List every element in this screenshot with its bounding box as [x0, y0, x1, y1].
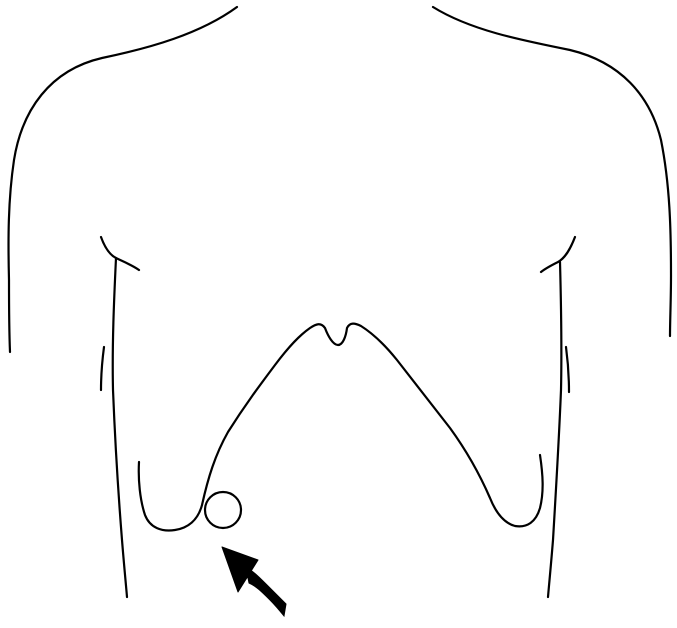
left-armpit-outline: [101, 237, 139, 270]
right-flank-outline: [548, 262, 561, 597]
right-armpit-outline: [541, 237, 575, 272]
costal-margin-outline: [139, 324, 543, 531]
curved-arrow-icon: [222, 547, 286, 616]
right-flank-detail: [566, 347, 569, 392]
left-flank-detail: [101, 347, 104, 390]
circle-marker-icon: [205, 492, 241, 528]
right-shoulder-outline: [433, 7, 671, 336]
left-shoulder-outline: [9, 7, 237, 352]
curved-arrow-shaft: [246, 568, 286, 616]
left-flank-outline: [113, 258, 127, 597]
